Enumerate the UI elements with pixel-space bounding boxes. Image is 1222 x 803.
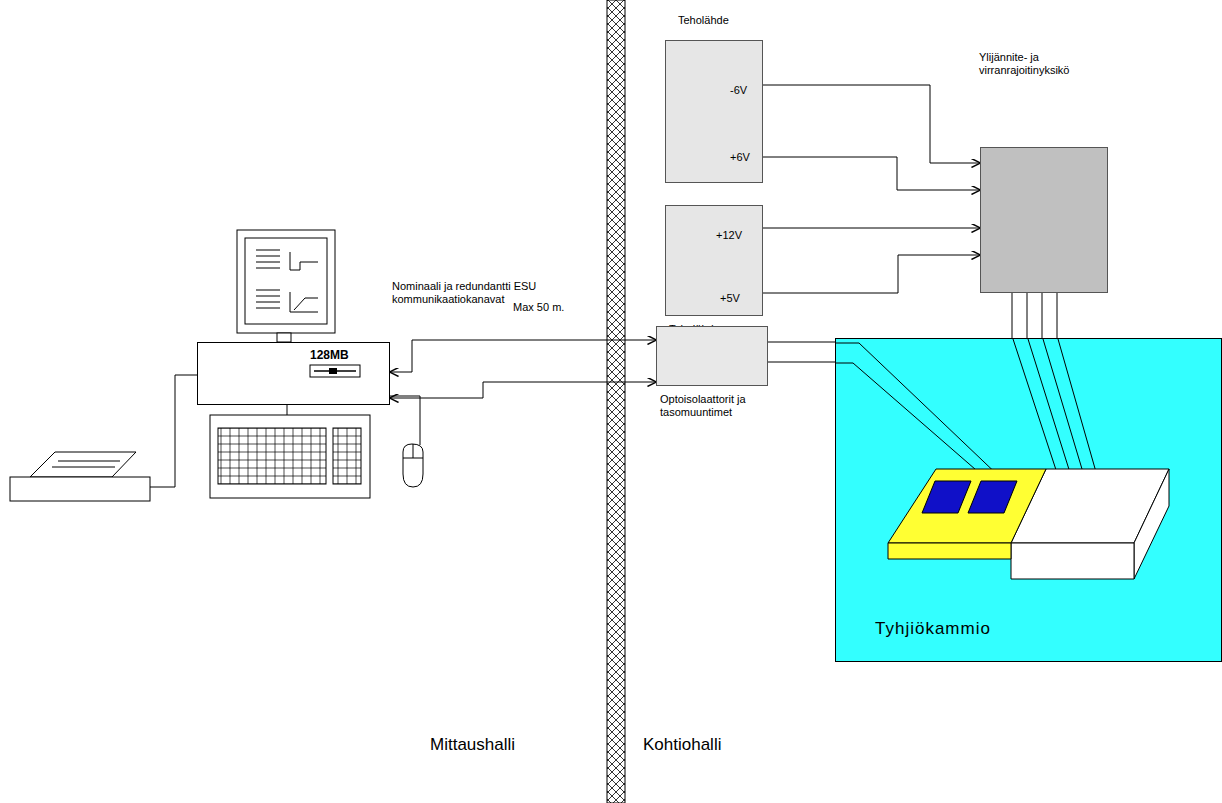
connector-line: [768, 362, 835, 363]
limiter-unit-box: Ylijännite- ja virranrajoitinyksikö: [980, 147, 1108, 293]
connector-line: [763, 85, 980, 163]
hall-label: Kohtiohalli: [643, 735, 721, 755]
solar-cell: [968, 481, 1017, 513]
node-text: Tyhjiökammio: [875, 619, 991, 639]
node-text: +12V: [716, 229, 742, 242]
device-group: [836, 339, 1169, 579]
connector-line: [1042, 293, 1043, 338]
connector-line: [763, 228, 980, 229]
power-wire: [1058, 339, 1098, 479]
keyboard-illustration: [210, 405, 370, 498]
connector-line: [1027, 293, 1028, 338]
power-supply-box: Teholähde-6V+6V: [665, 40, 763, 183]
device-panel-front: [888, 543, 1011, 559]
device-illustration: [836, 339, 1222, 663]
connector-line: [768, 342, 835, 343]
power-wire: [1028, 339, 1072, 479]
connector-line: [390, 382, 656, 398]
node-text: 128MB: [310, 348, 349, 362]
power-wire: [1013, 339, 1059, 479]
connector-line: [763, 255, 980, 293]
node-text: Ylijännite- ja virranrajoitinyksikö: [979, 51, 1119, 77]
vacuum-chamber: Tyhjiökammio: [835, 338, 1222, 662]
drive-slot: [310, 365, 360, 377]
optoisolator-box: Optoisolaattorit ja tasomuuntimet: [656, 326, 768, 386]
connector-line: [1012, 293, 1013, 338]
node-text: +6V: [730, 151, 750, 164]
node-text: Optoisolaattorit ja tasomuuntimet: [660, 393, 790, 419]
mouse-illustration: [390, 396, 423, 487]
signal-wire: [836, 363, 991, 483]
node-text: +5V: [720, 292, 740, 305]
node-text: Teholähde: [678, 14, 729, 27]
connector-label: Max 50 m.: [513, 301, 564, 314]
connector-line: [390, 340, 656, 372]
device-front: [1011, 543, 1134, 579]
printer-illustration: [10, 375, 197, 501]
hall-label: Mittaushalli: [430, 735, 515, 755]
node-text: -6V: [730, 84, 747, 97]
monitor-illustration: [237, 230, 335, 342]
drive-slot-drawing: [198, 343, 391, 406]
connector-line: [763, 157, 980, 190]
solar-cell: [922, 481, 971, 513]
drive-button: [329, 368, 337, 374]
connector-line: [1057, 293, 1058, 338]
power-supply-box: +12V+5VTeholähde: [665, 205, 763, 316]
separating-wall: [607, 0, 625, 803]
device-panel: [888, 469, 1046, 543]
computer-case: 128MB: [197, 342, 390, 405]
signal-wire: [836, 343, 1004, 481]
device-side: [1134, 469, 1169, 579]
